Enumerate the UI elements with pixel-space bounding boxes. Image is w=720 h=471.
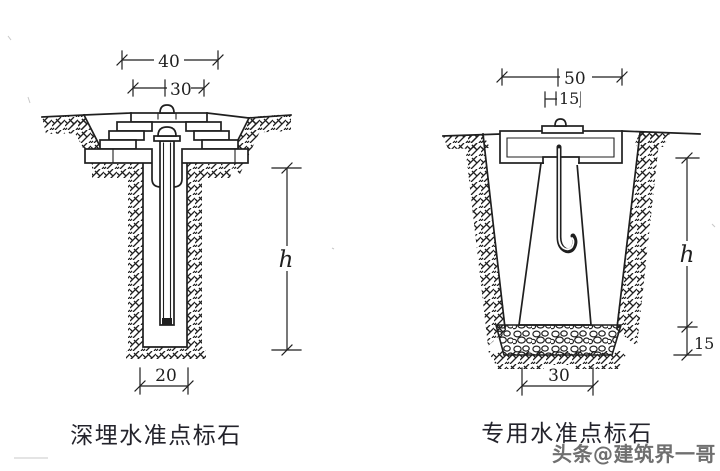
soil-hatch-ground-right [244, 114, 291, 133]
gravel-layer [494, 324, 623, 356]
scan-speck [27, 96, 31, 104]
ground-line-left [442, 133, 501, 137]
ground-line-left [41, 114, 85, 118]
left-diagram: 40 30 h 20 深埋水准点标石 [41, 50, 302, 449]
center-pipe [159, 140, 175, 326]
mound-top-line [83, 112, 250, 119]
dimension-h-left: h [271, 162, 302, 356]
watermark-highlight: 头条@建筑界一哥 [551, 441, 715, 465]
top-slab-joints [157, 112, 177, 120]
soil-hatch-shaft-bottom [126, 347, 206, 359]
pillar [518, 162, 592, 326]
soil-hatch-under-slab-right [202, 164, 234, 178]
benchmark-dome [159, 104, 175, 114]
dimension-20: 20 [134, 365, 194, 395]
step-right-3 [201, 139, 239, 150]
base-slab-joints [112, 148, 236, 164]
dim-label-50: 50 [564, 69, 586, 89]
dim-label-15-gravel: 15 [694, 334, 714, 353]
dimension-30: 30 [127, 78, 210, 100]
scan-speck [7, 35, 12, 41]
step-right-1 [185, 121, 222, 132]
base-slab-right [181, 148, 249, 164]
dim-label-20: 20 [155, 366, 177, 386]
dimension-30-right: 30 [516, 365, 599, 396]
benchmark-dome [554, 118, 567, 127]
ground-line-right [621, 130, 701, 135]
step-left-2 [108, 130, 145, 141]
base-slab-left [84, 148, 153, 164]
dimension-h-right: h 15 [673, 152, 714, 361]
dim-label-15-top: 15 [559, 89, 579, 108]
pit-wall-right [616, 132, 641, 329]
pipe-inner-walls [162, 142, 172, 321]
dim-label-h-left: h [279, 247, 294, 273]
right-caption: 专用水准点标石 [481, 421, 653, 447]
soil-hatch-shaft-wall-right [187, 163, 202, 349]
soil-hatch-shaft-wall-left [128, 163, 143, 349]
shaft-outline [142, 162, 188, 348]
dim-label-30: 30 [170, 80, 192, 100]
pipe-cap-dome [157, 126, 177, 137]
soil-hatch-under-slab-left [92, 164, 130, 178]
right-diagram: 50 15 h 15 30 专用水准点标石 [442, 67, 714, 447]
watermark: 头条@建筑界一哥 [552, 442, 716, 466]
pit-wall-left [482, 133, 506, 329]
scan-speck [331, 223, 716, 250]
monument-top-slab [130, 112, 208, 123]
dimension-40: 40 [116, 50, 224, 72]
dimension-15-top: 15 [544, 89, 581, 108]
cap-box-inner-border [506, 137, 615, 158]
anchor-hook-inner [558, 148, 575, 251]
dim-label-h-right: h [680, 242, 695, 268]
cap-top-plate [541, 125, 584, 134]
step-left-1 [116, 121, 153, 132]
soil-hatch-pit-wall-left [464, 134, 506, 346]
ground-line-right [248, 114, 292, 119]
left-caption: 深埋水准点标石 [70, 423, 242, 449]
step-right-2 [193, 130, 230, 141]
dim-label-40: 40 [158, 52, 180, 72]
step-left-3 [99, 139, 137, 150]
dimension-50: 50 [496, 67, 628, 89]
dim-label-30-right: 30 [548, 366, 570, 386]
pipe-bottom-plug [162, 318, 172, 325]
soil-hatch-pit-wall-right [616, 132, 660, 346]
